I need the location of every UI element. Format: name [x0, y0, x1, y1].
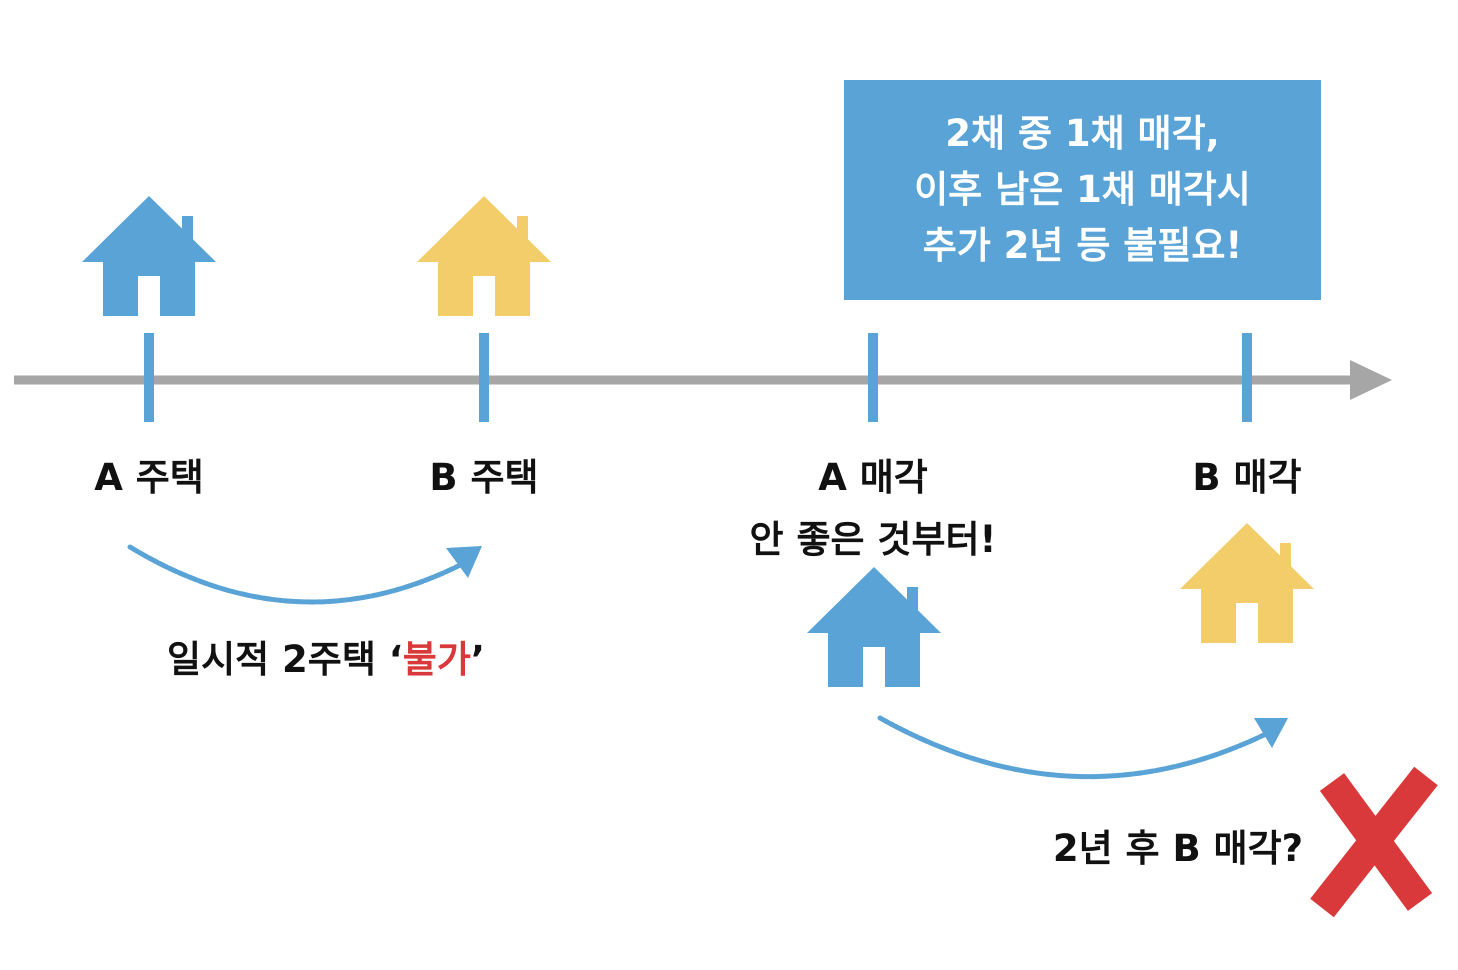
house-icon	[1180, 523, 1314, 643]
tick-label-a-sale: A 매각	[818, 456, 928, 499]
note-line-3: 추가 2년 등 불필요!	[922, 224, 1243, 267]
arrow-icon	[1350, 360, 1392, 400]
note-line-1: 2채 중 1채 매각,	[945, 112, 1220, 155]
caption-left: 일시적 2주택 ‘불가’	[167, 629, 485, 683]
note-box-bg	[844, 80, 1321, 300]
cross-icon	[1310, 766, 1438, 918]
caption-left-emphasis: 불가	[402, 638, 471, 681]
curved-arrow-icon	[127, 544, 482, 605]
tick-sublabel-a-sale: 안 좋은 것부터!	[749, 518, 997, 561]
house-icon	[82, 196, 216, 316]
timeline-ticks	[144, 333, 1252, 422]
caption-left-suffix: ’	[470, 638, 485, 681]
house-icon	[807, 567, 941, 687]
note-line-2: 이후 남은 1채 매각시	[914, 168, 1251, 211]
note-box: 2채 중 1채 매각, 이후 남은 1채 매각시 추가 2년 등 불필요!	[844, 80, 1321, 300]
caption-left-prefix: 일시적 2주택 ‘	[167, 638, 403, 681]
tick-label-a-house: A 주택	[94, 456, 204, 499]
curved-arrow-icon	[877, 715, 1288, 780]
caption-right: 2년 후 B 매각?	[1052, 827, 1304, 870]
tick-label-b-house: B 주택	[429, 456, 539, 499]
tick-label-b-sale: B 매각	[1192, 456, 1302, 499]
house-icon	[417, 196, 551, 316]
